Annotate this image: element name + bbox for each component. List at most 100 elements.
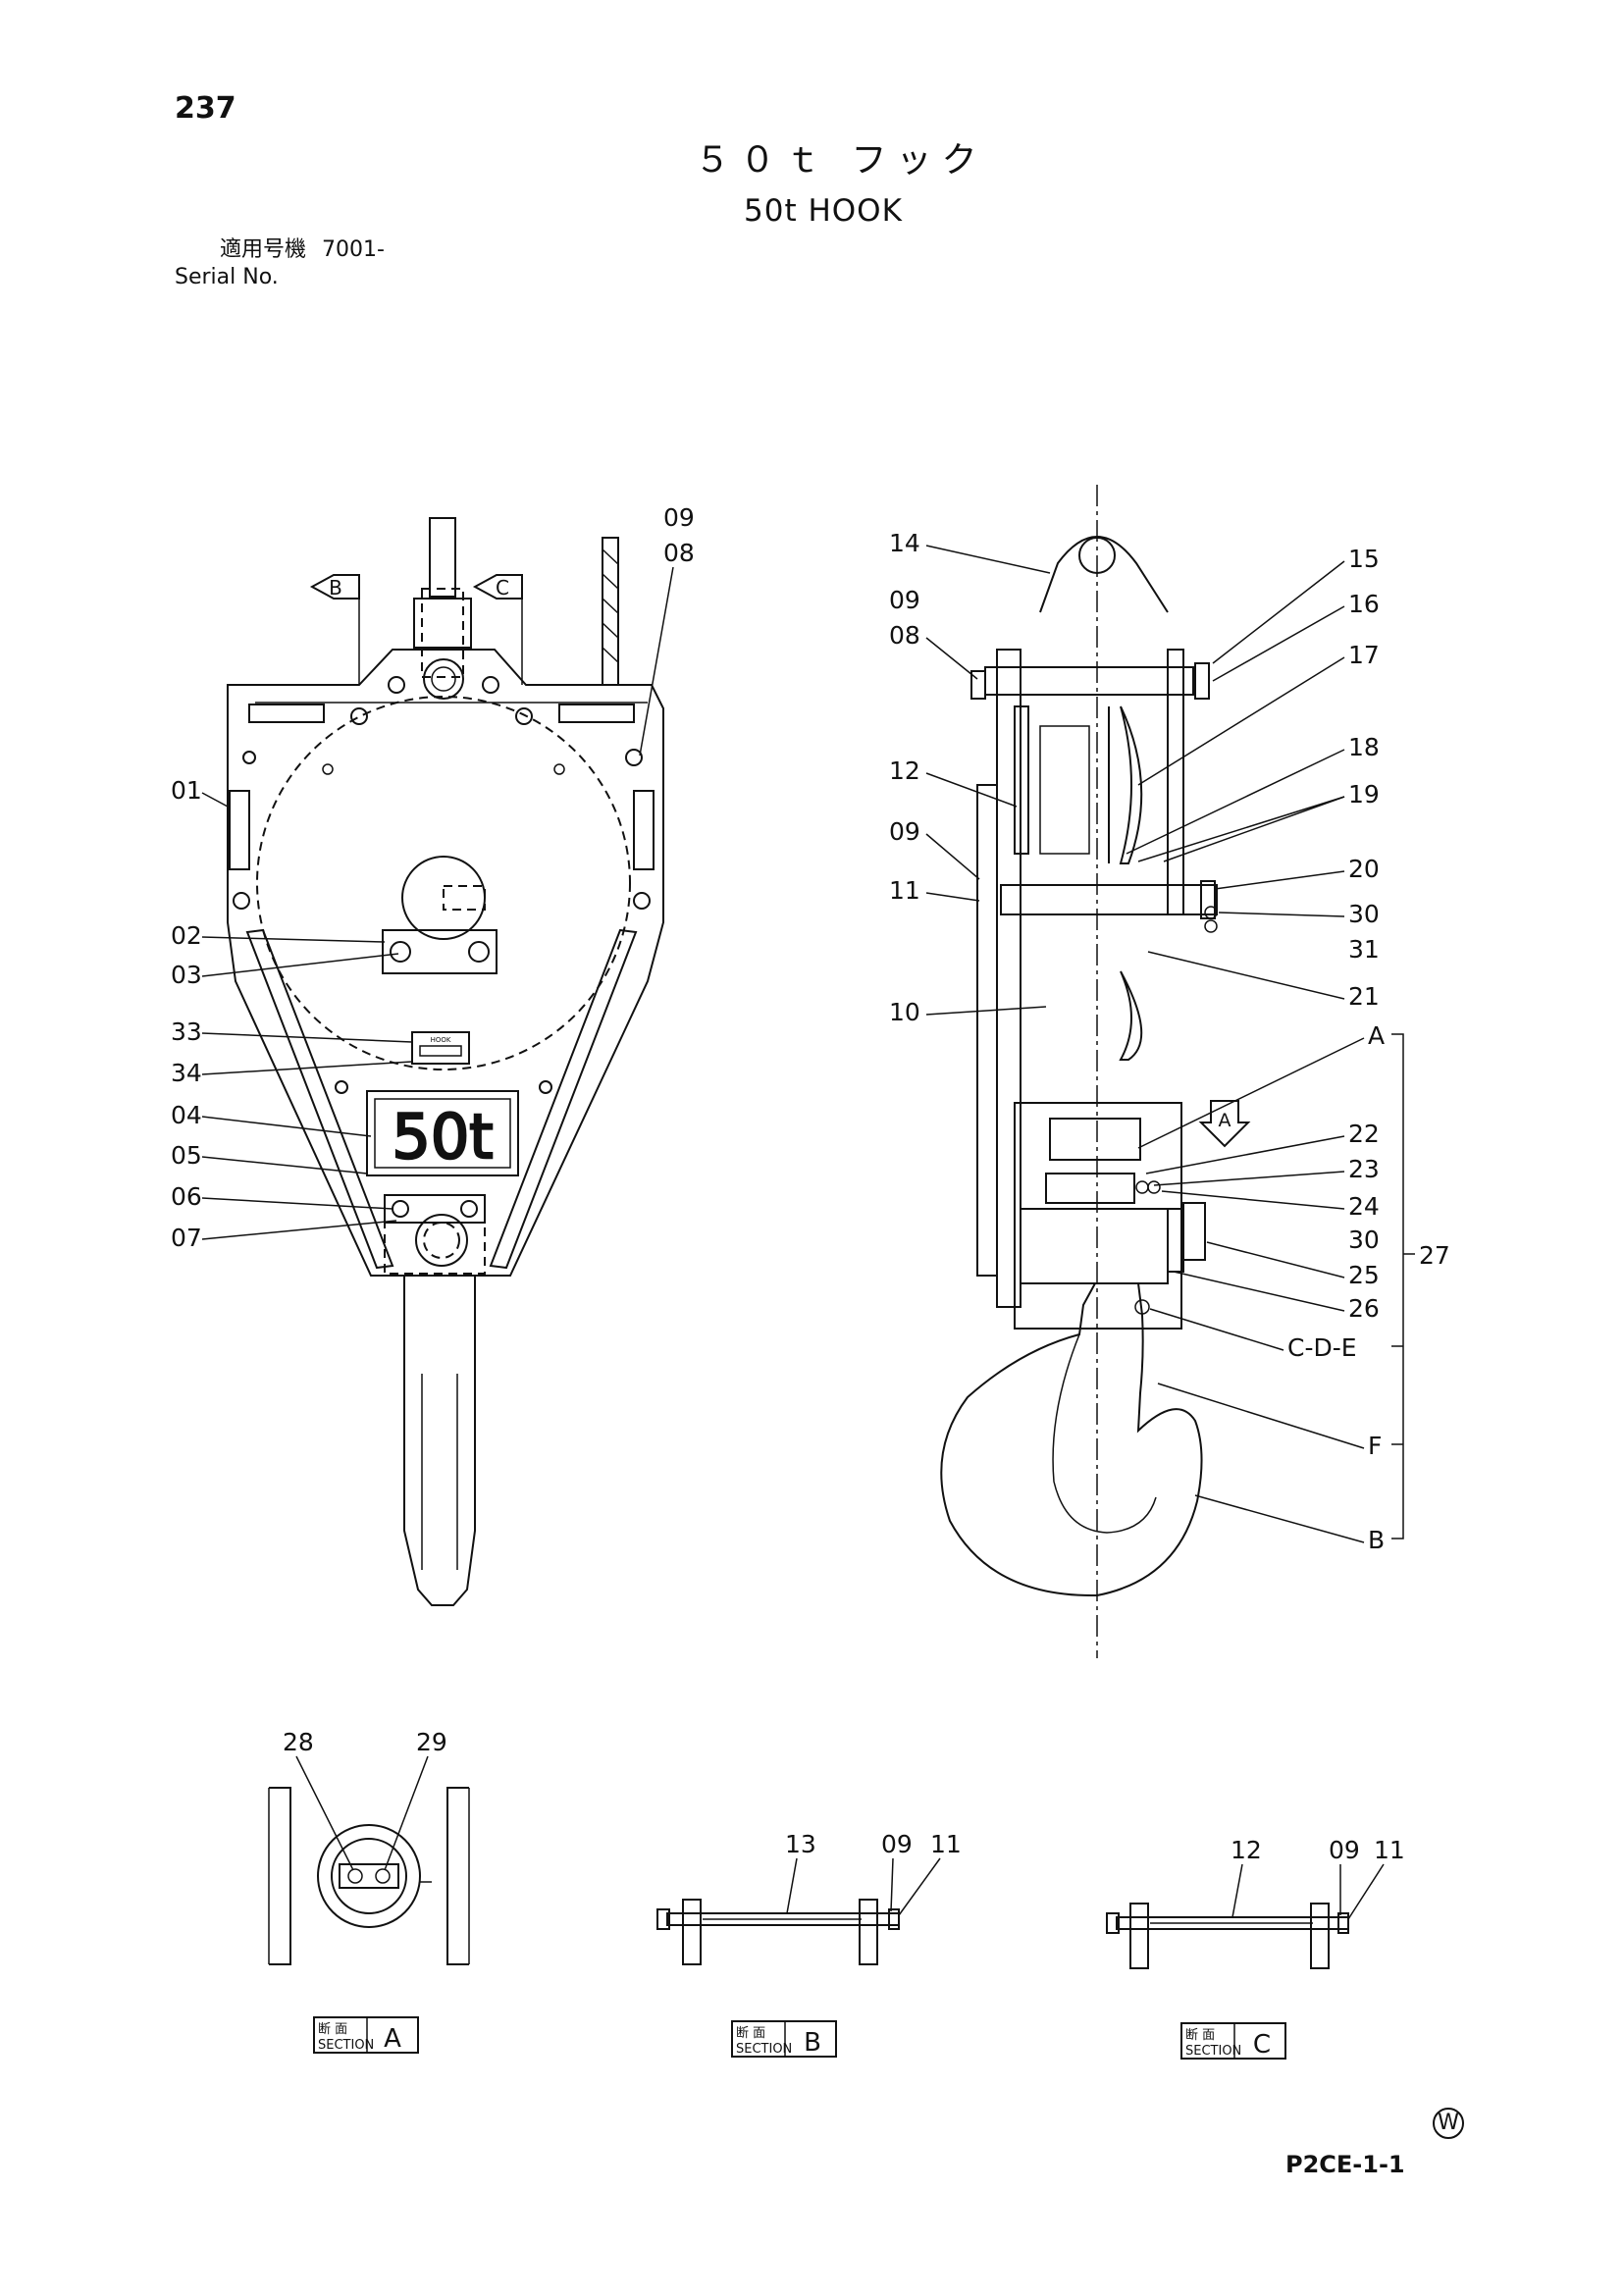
- section-b-label-13: 13: [785, 1830, 816, 1858]
- label-23: 23: [1348, 1155, 1380, 1183]
- front-top-lug: [429, 517, 456, 598]
- slot-top-right: [558, 704, 635, 723]
- section-a: 28 29 断 面 SECTION A: [268, 1728, 470, 2054]
- plate-12: [1014, 705, 1029, 855]
- outer-plate: [976, 784, 998, 1277]
- label-31: 31: [1348, 935, 1380, 964]
- serial-value: 7001-: [322, 237, 385, 262]
- section-a-arrow: [1198, 1100, 1251, 1148]
- label-01: 01: [171, 776, 202, 805]
- section-a-tag: [313, 2016, 419, 2054]
- top-crossbar: [984, 666, 1194, 696]
- label-14: 14: [889, 529, 920, 557]
- top-eye: [1039, 536, 1169, 613]
- slot-top-left: [248, 704, 325, 723]
- page-number: 237: [175, 91, 236, 126]
- label-18: 18: [1348, 733, 1380, 761]
- label-19: 19: [1348, 780, 1380, 809]
- label-A: A: [1368, 1021, 1385, 1050]
- side-plate-right: [1167, 649, 1184, 915]
- capacity-plate-text: 50t: [392, 1101, 493, 1173]
- label-22: 22: [1348, 1120, 1380, 1148]
- label-15: 15: [1348, 545, 1380, 573]
- title-english: 50t HOOK: [744, 193, 903, 229]
- label-11-side: 11: [889, 876, 920, 905]
- label-C-D-E: C-D-E: [1287, 1333, 1357, 1362]
- section-c-label-09: 09: [1329, 1836, 1360, 1864]
- hook: [940, 1282, 1203, 1597]
- label-24: 24: [1348, 1192, 1380, 1221]
- label-21: 21: [1348, 982, 1380, 1011]
- slot-right: [633, 790, 655, 870]
- main-shaft: [1000, 884, 1218, 915]
- nameplate-text: HOOK: [431, 1036, 451, 1044]
- sheave-hidden-outline: [256, 696, 631, 1070]
- side-bar-left: [245, 928, 394, 1270]
- label-16: 16: [1348, 590, 1380, 618]
- label-09-front: 09: [663, 503, 695, 532]
- title-japanese: ５０ｔ フック: [695, 140, 987, 181]
- serial-label-english: Serial No.: [175, 265, 279, 289]
- label-B: B: [1368, 1526, 1385, 1554]
- nameplate: [411, 1031, 470, 1065]
- label-08-front: 08: [663, 539, 695, 567]
- label-02: 02: [171, 921, 202, 950]
- label-07: 07: [171, 1224, 202, 1252]
- label-04: 04: [171, 1101, 202, 1129]
- section-b-tag-en: SECTION: [736, 2042, 792, 2057]
- label-30: 30: [1348, 900, 1380, 928]
- section-c-label-12: 12: [1231, 1836, 1262, 1864]
- section-a-label-28: 28: [283, 1728, 314, 1756]
- section-a-tag-en: SECTION: [318, 2038, 374, 2053]
- section-c-label-11: 11: [1374, 1836, 1405, 1864]
- slot-left: [229, 790, 250, 870]
- section-b: 13 09 11 断 面 SECTION B: [656, 1830, 962, 2058]
- label-33: 33: [171, 1018, 202, 1046]
- section-a-label-29: 29: [416, 1728, 447, 1756]
- section-b-label-11: 11: [930, 1830, 962, 1858]
- label-08-side: 08: [889, 621, 920, 650]
- clamp-plate: [382, 929, 498, 974]
- section-a-tag-jp: 断 面: [318, 2022, 347, 2037]
- upper-sheave: [1119, 705, 1143, 864]
- serial-label-japanese: 適用号機: [220, 237, 307, 262]
- label-F: F: [1368, 1432, 1382, 1460]
- swivel-pin: [415, 1214, 468, 1267]
- section-a-arrow-label: A: [1219, 1110, 1231, 1131]
- label-10: 10: [889, 998, 920, 1026]
- label-12-side: 12: [889, 757, 920, 785]
- label-05: 05: [171, 1141, 202, 1170]
- section-b-tag: [731, 2020, 837, 2058]
- section-b-label-09: 09: [881, 1830, 913, 1858]
- section-a-tag-letter: A: [384, 2024, 401, 2054]
- crosshead: [1020, 1208, 1169, 1284]
- label-09-side: 09: [889, 586, 920, 614]
- hook-shank: [403, 1275, 476, 1606]
- top-nut: [423, 658, 464, 700]
- watermark-symbol: W: [1433, 2108, 1464, 2139]
- label-03: 03: [171, 961, 202, 989]
- section-c-tag-letter: C: [1253, 2030, 1271, 2060]
- section-b-tag-jp: 断 面: [736, 2026, 765, 2041]
- section-a-pin: [339, 1863, 399, 1889]
- front-view: HOOK 50t B C 09 08 01 02 03 33 34: [171, 503, 695, 1606]
- section-a-collar: [317, 1824, 421, 1928]
- label-30-b: 30: [1348, 1226, 1380, 1254]
- label-09-side-b: 09: [889, 817, 920, 846]
- bracket-27: [1391, 1033, 1404, 1539]
- side-bar-right: [489, 928, 638, 1270]
- label-06: 06: [171, 1182, 202, 1211]
- label-26: 26: [1348, 1294, 1380, 1323]
- side-plate-left: [996, 649, 1022, 1308]
- section-c-arrow-label: C: [496, 576, 509, 600]
- section-b-arrow-label: B: [329, 576, 342, 600]
- label-34: 34: [171, 1059, 202, 1087]
- perimeter-bolts: [233, 676, 651, 1094]
- label-25: 25: [1348, 1261, 1380, 1289]
- front-lug-base: [413, 598, 472, 649]
- label-27: 27: [1419, 1241, 1450, 1270]
- side-view: A 14 09 08 12 09 11 10 15 16 17 18 19 20…: [889, 485, 1450, 1658]
- section-c-tag-jp: 断 面: [1185, 2028, 1215, 2043]
- section-c-tag-en: SECTION: [1185, 2044, 1241, 2059]
- swivel-housing: [1014, 1102, 1182, 1330]
